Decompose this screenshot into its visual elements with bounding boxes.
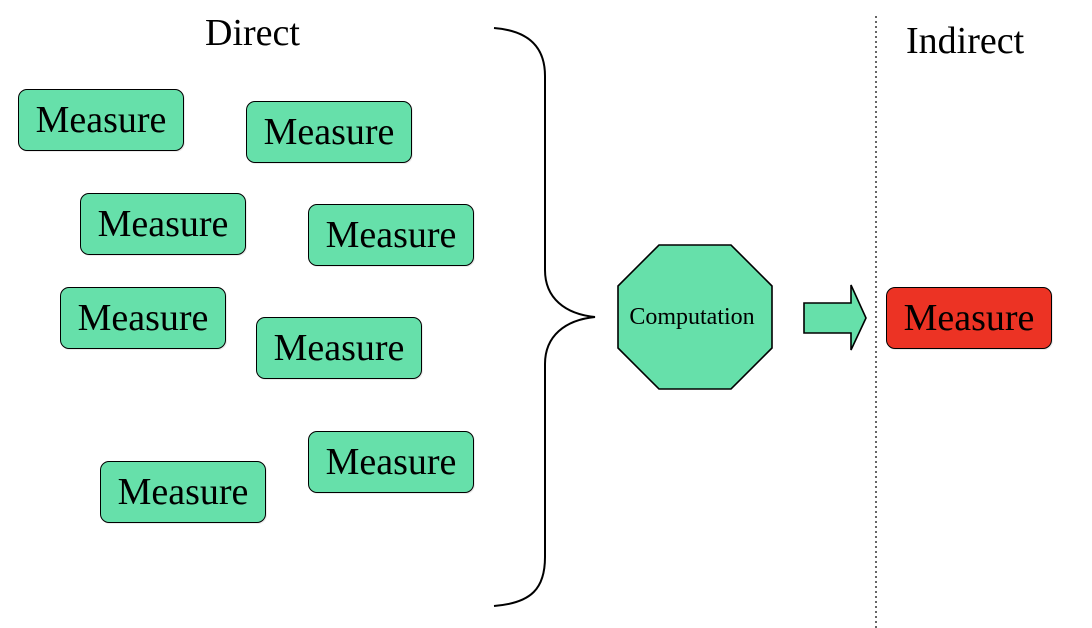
direct-measure-box: Measure <box>308 204 474 266</box>
indirect-heading: Indirect <box>906 20 1025 62</box>
direct-measure-box: Measure <box>246 101 412 163</box>
direct-measure-box: Measure <box>100 461 266 523</box>
flow-arrow <box>803 284 867 351</box>
computation-octagon <box>617 244 773 390</box>
direct-heading: Direct <box>205 12 300 54</box>
computation-label: Computation <box>629 304 755 330</box>
direct-measure-box: Measure <box>308 431 474 493</box>
direct-measure-box: Measure <box>60 287 226 349</box>
grouping-brace <box>493 27 596 607</box>
direct-measure-box: Measure <box>256 317 422 379</box>
indirect-measure-box: Measure <box>886 287 1052 349</box>
direct-measure-box: Measure <box>80 193 246 255</box>
direct-measure-box: Measure <box>18 89 184 151</box>
